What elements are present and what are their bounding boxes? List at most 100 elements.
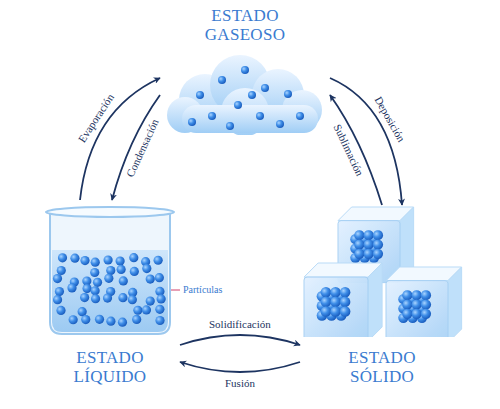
liquid-particle — [53, 295, 62, 304]
solid-particle — [402, 290, 412, 300]
ice-cube — [386, 281, 448, 337]
solid-particle — [354, 249, 364, 259]
liquid-particle — [57, 266, 66, 275]
gas-particle — [196, 91, 204, 99]
liquid-particle — [142, 264, 151, 273]
solid-particle — [330, 287, 341, 298]
state-title: ESTADO GASEOSO — [195, 6, 295, 44]
transition-label: Fusión — [224, 377, 256, 389]
liquid-particle — [91, 286, 100, 295]
liquid-particle — [82, 284, 91, 293]
liquid-particle — [155, 316, 164, 325]
ice-cube — [304, 277, 368, 337]
liquid-particle — [56, 306, 65, 315]
cloud-shape — [167, 55, 322, 135]
liquid-particle — [118, 293, 127, 302]
liquid-particle — [58, 253, 67, 262]
state-node: ESTADO LÍQUIDO — [40, 200, 180, 395]
liquid-particle — [155, 273, 164, 282]
solid-particle — [340, 287, 351, 298]
solid-particle — [373, 249, 383, 259]
liquid-particle — [106, 317, 115, 326]
solid-particle — [402, 309, 412, 319]
solid-particle — [412, 290, 422, 300]
solid-particle — [354, 239, 364, 249]
solid-particle — [421, 290, 431, 300]
gas-particle — [276, 120, 284, 128]
gas-particle — [248, 91, 256, 99]
liquid-particle — [146, 274, 155, 283]
solid-particle — [421, 299, 431, 309]
liquid-water — [52, 250, 168, 332]
solid-particle — [340, 297, 351, 308]
solid-particle — [330, 297, 341, 308]
transition-arrow — [180, 362, 300, 372]
liquid-particle — [93, 278, 102, 287]
gas-particle — [226, 122, 234, 130]
liquid-particle — [80, 293, 89, 302]
solid-particle — [364, 249, 374, 259]
solid-particle — [402, 299, 412, 309]
liquid-particle — [70, 254, 79, 263]
gas-particle — [188, 118, 196, 126]
state-node: ESTADO GASEOSO — [160, 0, 330, 135]
liquid-particle — [132, 315, 141, 324]
gas-particle — [234, 101, 242, 109]
liquid-particle — [157, 294, 166, 303]
liquid-particle — [146, 296, 155, 305]
state-title: ESTADO LÍQUIDO — [60, 348, 160, 386]
transition-label: Solidificación — [208, 318, 272, 330]
beaker-rim — [46, 207, 174, 217]
gas-particle — [256, 112, 264, 120]
liquid-particle — [129, 253, 138, 262]
liquid-particle — [53, 274, 62, 283]
state-illustration — [40, 200, 180, 338]
transition-arrow — [180, 335, 300, 345]
solid-particle — [321, 306, 332, 317]
solid-particle — [364, 230, 374, 240]
beaker-glass — [50, 212, 170, 334]
liquid-particle — [128, 295, 137, 304]
solid-particle — [373, 239, 383, 249]
liquid-particle — [91, 258, 100, 267]
liquid-particle — [78, 307, 87, 316]
liquid-particle — [133, 306, 142, 315]
solid-particle — [330, 306, 341, 317]
liquid-particle — [154, 256, 163, 265]
solid-particle — [321, 297, 332, 308]
transition-arrow — [330, 95, 382, 205]
liquid-particle — [116, 257, 125, 266]
liquid-particle — [119, 276, 128, 285]
gas-particle — [284, 90, 292, 98]
solid-particle — [340, 306, 351, 317]
liquid-particle — [81, 315, 90, 324]
transition-arrow — [330, 78, 402, 205]
liquid-particle — [106, 266, 115, 275]
liquid-particle — [55, 287, 64, 296]
liquid-particle — [91, 294, 100, 303]
particle-label: Partículas — [183, 284, 222, 296]
gas-particle — [261, 84, 269, 92]
liquid-particle — [103, 293, 112, 302]
ice-side — [448, 267, 462, 337]
state-illustration — [300, 205, 465, 337]
liquid-particle — [95, 315, 104, 324]
solid-particle — [354, 230, 364, 240]
liquid-particle — [67, 283, 76, 292]
gas-particle — [296, 112, 304, 120]
liquid-particle — [130, 267, 139, 276]
ice-side — [368, 263, 382, 337]
solid-particle — [412, 309, 422, 319]
state-title: ESTADO SÓLIDO — [332, 348, 432, 386]
liquid-particle — [80, 256, 89, 265]
transition-label: Condensación — [123, 116, 161, 179]
solid-particle — [364, 239, 374, 249]
solid-particle — [412, 299, 422, 309]
gas-particle — [208, 112, 216, 120]
solid-particle — [373, 230, 383, 240]
liquid-particle — [117, 265, 126, 274]
liquid-particle — [103, 255, 112, 264]
state-illustration — [160, 50, 330, 135]
liquid-particle — [90, 268, 99, 277]
solid-particle — [321, 287, 332, 298]
